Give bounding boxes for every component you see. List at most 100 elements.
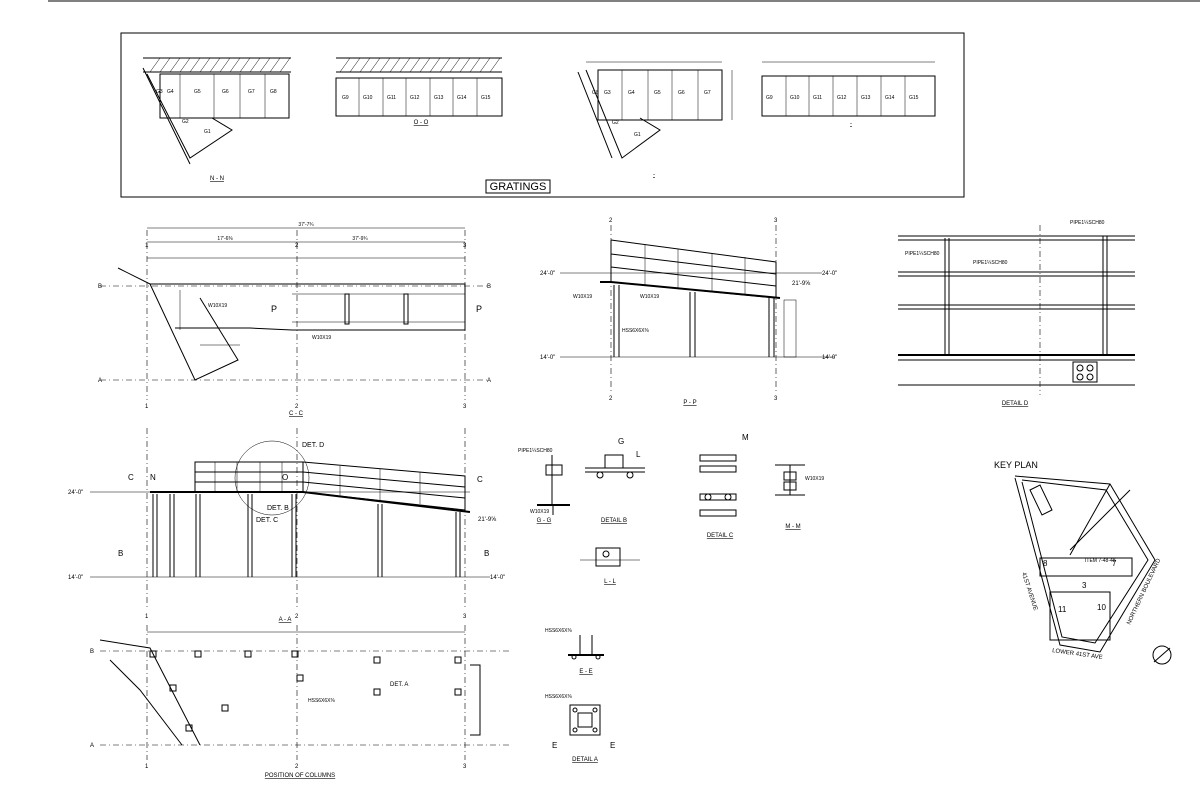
svg-text:3: 3 [1082, 581, 1087, 590]
svg-text:G8: G8 [592, 90, 599, 96]
svg-text:PIPE1¼SCH80: PIPE1¼SCH80 [905, 251, 940, 257]
detail-a: HSS6X6X⅜ E E DETAIL A [545, 694, 615, 763]
key-plan-title: KEY PLAN [994, 460, 1038, 470]
svg-text:HSS6X6X⅜: HSS6X6X⅜ [545, 694, 573, 700]
svg-text:G13: G13 [861, 95, 871, 101]
svg-text:W10X19: W10X19 [312, 335, 331, 341]
elevation-aa: 1 2 3 24'-0" 14'-0" 14'-0" 21'-9⅝ DET. D [68, 428, 505, 623]
det-b-callout: DET. B [267, 505, 289, 512]
svg-text:G2: G2 [182, 119, 189, 125]
det-c-callout: DET. C [256, 517, 278, 524]
svg-text:N: N [150, 473, 156, 482]
svg-text:G5: G5 [654, 90, 661, 96]
section-pp: 2 3 2 3 24'-0" 14'-0" 24'-0" 14'-0" 21'-… [540, 218, 837, 406]
svg-text:3: 3 [463, 764, 467, 770]
svg-text:37'-7¾: 37'-7¾ [298, 222, 314, 228]
svg-text:G12: G12 [410, 95, 420, 101]
svg-text:10: 10 [1097, 603, 1106, 612]
svg-text:B: B [487, 284, 491, 290]
svg-text:G14: G14 [457, 95, 467, 101]
svg-text:G11: G11 [387, 95, 396, 101]
svg-text:37'-9¾: 37'-9¾ [352, 236, 368, 242]
svg-text:14'-0": 14'-0" [822, 355, 837, 361]
svg-text:G10: G10 [790, 95, 800, 101]
detail-ll-label: L - L [604, 579, 616, 585]
gratings-panel: GRATINGS G4 G5 G6 G7 G8 G3 G2 G1 N - N [120, 32, 965, 198]
svg-text:G1: G1 [204, 129, 211, 135]
svg-text:E: E [610, 741, 615, 750]
svg-text:W10X19: W10X19 [640, 294, 659, 300]
svg-text:1: 1 [145, 243, 149, 249]
detail-ee-label: E - E [579, 669, 592, 675]
section-pp-label: P - P [683, 400, 696, 406]
svg-text:3: 3 [463, 243, 467, 249]
detail-gg-label: G - G [537, 518, 552, 524]
svg-text:W10X19: W10X19 [530, 509, 549, 515]
detail-mm-label: M - M [785, 524, 800, 530]
svg-text:W10X19: W10X19 [208, 303, 227, 309]
svg-text:L: L [636, 450, 641, 459]
svg-text:G10: G10 [363, 95, 373, 101]
svg-text:O: O [282, 473, 288, 482]
svg-text:G15: G15 [909, 95, 919, 101]
svg-text:G7: G7 [248, 89, 255, 95]
svg-text:G: G [618, 437, 624, 446]
svg-text:A: A [487, 378, 491, 384]
svg-text:G6: G6 [222, 89, 229, 95]
svg-text:14'-0": 14'-0" [540, 355, 555, 361]
svg-text:14'-0": 14'-0" [68, 575, 83, 581]
svg-text:B: B [90, 649, 94, 655]
svg-text:G11: G11 [813, 95, 822, 101]
columns-plan-label: POSITION OF COLUMNS [265, 773, 335, 779]
svg-text:3: 3 [774, 218, 778, 224]
gratings-frame [120, 32, 965, 198]
svg-text:C: C [128, 473, 134, 482]
grating-view-4-label: - [850, 121, 852, 127]
svg-text:G5: G5 [194, 89, 201, 95]
svg-text:2: 2 [295, 404, 299, 410]
detail-d-label: DETAIL D [1002, 401, 1029, 407]
svg-text:B: B [484, 549, 489, 558]
svg-text:3: 3 [774, 396, 778, 402]
grating-view-oo-label: O - O [414, 120, 429, 126]
detail-c-label: DETAIL C [707, 533, 734, 539]
svg-text:41ST AVENUE: 41ST AVENUE [1020, 572, 1038, 612]
detail-a-label: DETAIL A [572, 757, 598, 763]
svg-text:2: 2 [295, 614, 299, 620]
svg-text:P: P [271, 304, 277, 314]
svg-text:PIPE1¼SCH80: PIPE1¼SCH80 [1070, 220, 1105, 226]
svg-text:2: 2 [609, 218, 613, 224]
detail-ee: HSS6X6X⅜ E - E [545, 628, 604, 675]
svg-text:7: 7 [1112, 559, 1117, 568]
svg-text:E: E [552, 741, 557, 750]
svg-text:G6: G6 [678, 90, 685, 96]
detail-gg: PIPE1¼SCH80 W10X19 G - G [518, 448, 570, 524]
det-d-callout: DET. D [302, 442, 324, 449]
grating-view-3: G3 G4 G5 G6 G7 G8 G2 G1 - [577, 61, 733, 178]
svg-text:G1: G1 [634, 132, 641, 138]
svg-text:HSS6X6X⅜: HSS6X6X⅜ [308, 698, 336, 704]
grating-view-3-label: - [653, 172, 655, 178]
svg-text:1: 1 [145, 614, 149, 620]
svg-text:11: 11 [1058, 605, 1067, 614]
svg-text:8: 8 [1043, 559, 1048, 568]
svg-text:G9: G9 [342, 95, 349, 101]
svg-text:HSS6X6X⅜: HSS6X6X⅜ [545, 628, 573, 634]
svg-text:1: 1 [145, 404, 149, 410]
gratings-title-box [485, 179, 551, 194]
svg-text:G15: G15 [481, 95, 491, 101]
svg-text:2: 2 [295, 764, 299, 770]
svg-text:W10X19: W10X19 [573, 294, 592, 300]
svg-text:A: A [90, 743, 94, 749]
svg-text:21'-9⅝: 21'-9⅝ [478, 517, 497, 523]
svg-text:3: 3 [463, 404, 467, 410]
detail-d: PIPE1¼SCH80 PIPE1¼SCH80 PIPE1¼SCH80 DETA… [898, 220, 1135, 407]
svg-text:LOWER 41ST AVE: LOWER 41ST AVE [1052, 648, 1103, 661]
grating-view-oo: G9 G10 G11 G12 G13 G14 G15 O - O [335, 57, 503, 126]
grating-view-nn: G4 G5 G6 G7 G8 G3 G2 G1 N - N [142, 57, 291, 182]
key-plan: KEY PLAN 8 7 3 11 10 ITEM 7-48-48 41ST A… [994, 460, 1172, 665]
svg-text:C: C [477, 475, 483, 484]
svg-text:G9: G9 [766, 95, 773, 101]
plan-cc-label: C - C [289, 411, 304, 417]
